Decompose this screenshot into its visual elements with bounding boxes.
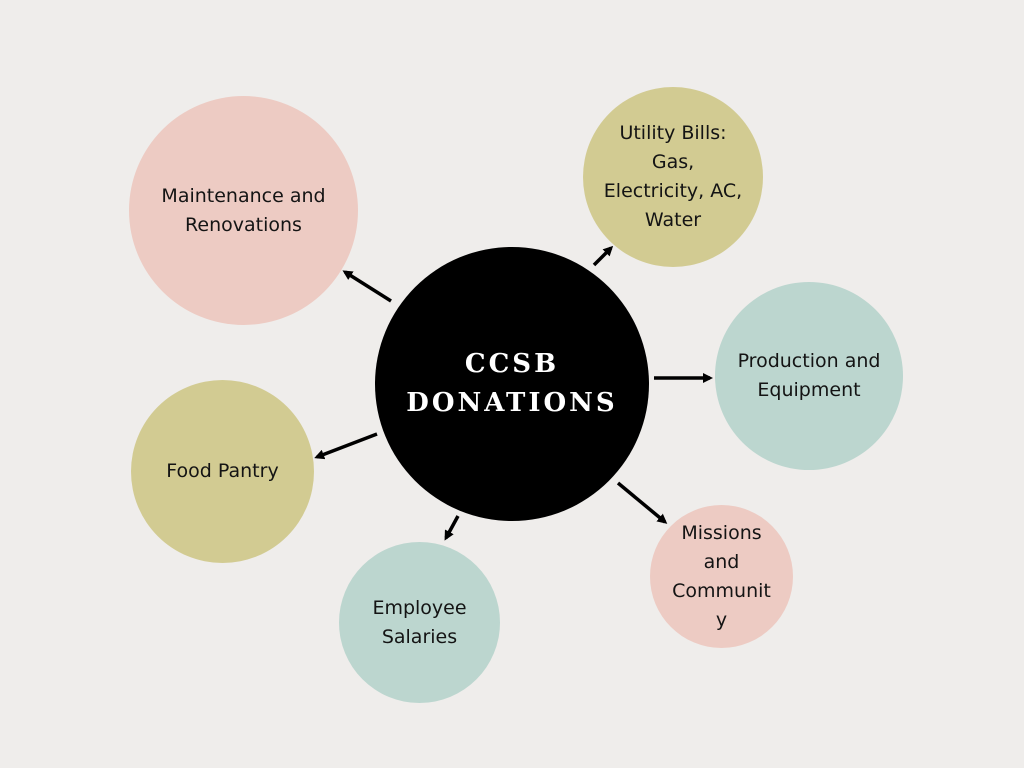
- arrow-to-missions: [616, 481, 668, 524]
- missions-node: Missions and Communit y: [650, 505, 793, 648]
- arrow-to-maintenance: [342, 270, 392, 303]
- utility-bills-node: Utility Bills: Gas, Electricity, AC, Wat…: [583, 87, 763, 267]
- arrow-to-utility: [592, 245, 614, 267]
- utility-bills-label: Utility Bills: Gas, Electricity, AC, Wat…: [603, 122, 743, 231]
- arrow-to-food: [314, 432, 378, 460]
- employee-salaries-node: Employee Salaries: [339, 542, 500, 703]
- maintenance-node: Maintenance and Renovations: [129, 96, 358, 325]
- production-node: Production and Equipment: [715, 282, 903, 470]
- arrow-to-employee: [444, 515, 460, 541]
- production-label: Production and Equipment: [737, 350, 881, 401]
- employee-salaries-label: Employee Salaries: [372, 596, 467, 648]
- center-title: CCSB DONATIONS: [406, 349, 618, 418]
- food-pantry-node: Food Pantry: [131, 380, 314, 563]
- food-pantry-label: Food Pantry: [166, 460, 279, 482]
- center-node: CCSB DONATIONS: [375, 247, 649, 521]
- maintenance-label: Maintenance and Renovations: [161, 184, 326, 236]
- missions-label: Missions and Communit y: [672, 521, 771, 631]
